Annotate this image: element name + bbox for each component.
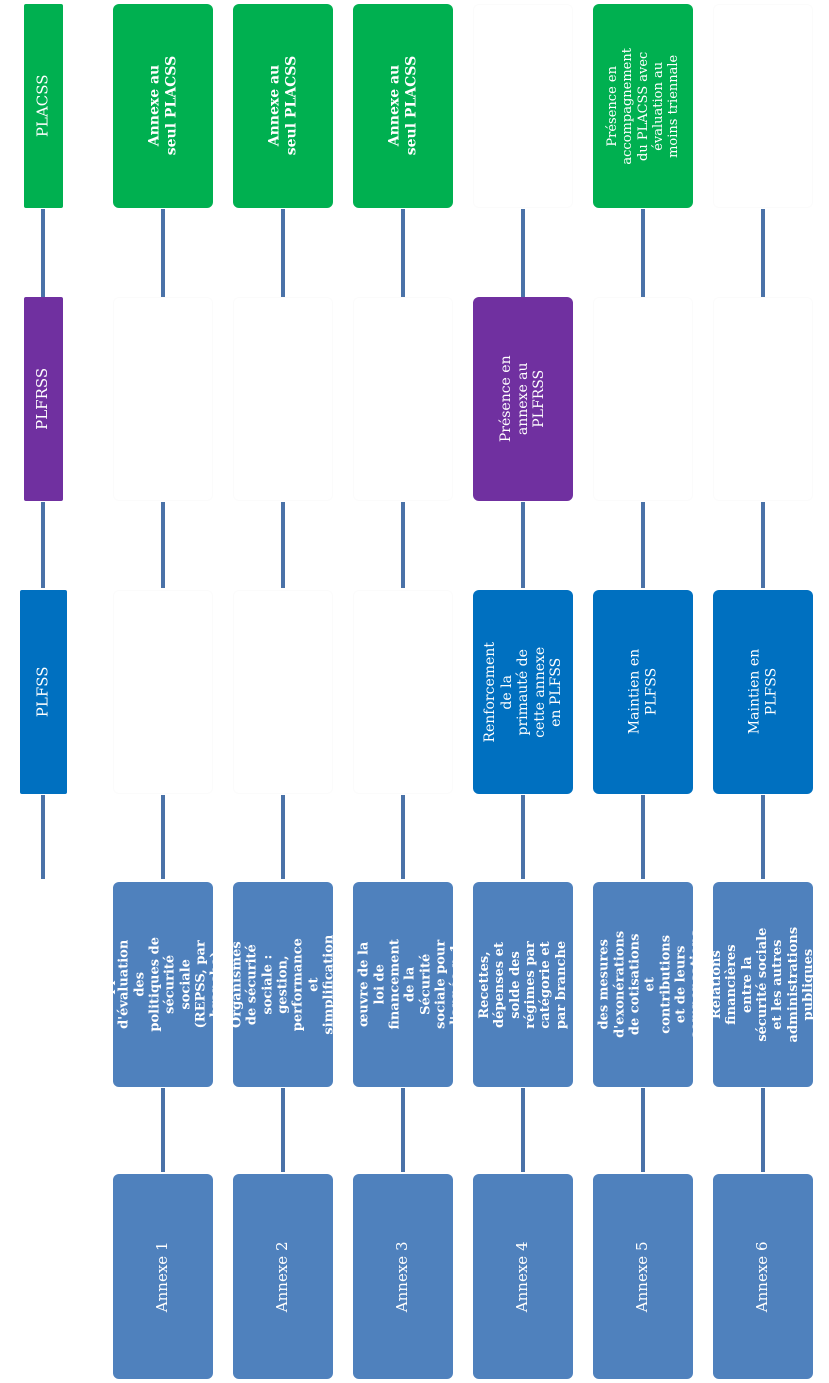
plfss-cell bbox=[353, 590, 453, 794]
connector bbox=[161, 795, 165, 879]
annex-label: Annexe 1 bbox=[113, 1174, 213, 1379]
plfrss-cell bbox=[713, 297, 813, 501]
plfss-cell: Maintien en PLFSS bbox=[713, 590, 813, 794]
connector bbox=[281, 795, 285, 879]
connector bbox=[281, 209, 285, 297]
connector bbox=[41, 502, 45, 588]
plfrss-cell bbox=[593, 297, 693, 501]
placss-cell-text: Présence en accompagnement du PLACSS ave… bbox=[604, 47, 681, 165]
placss-cell-text: Annexe au seul PLACSS bbox=[146, 56, 179, 156]
connector bbox=[161, 502, 165, 588]
plfss-cell: Renforcement de la primauté de cette ann… bbox=[473, 590, 573, 794]
connector bbox=[641, 795, 645, 879]
plfss-cell-text: Renforcement de la primauté de cette ann… bbox=[481, 641, 564, 743]
connector bbox=[401, 502, 405, 588]
annex-description-text: Présentation des mesures d'exonérations … bbox=[581, 929, 704, 1040]
placss-cell: Annexe au seul PLACSS bbox=[113, 4, 213, 208]
connector bbox=[401, 795, 405, 879]
connector bbox=[641, 209, 645, 297]
placss-cell: Annexe au seul PLACSS bbox=[353, 4, 453, 208]
connector bbox=[521, 502, 525, 588]
plfrss-cell bbox=[113, 297, 213, 501]
placss-cell: Présence en accompagnement du PLACSS ave… bbox=[593, 4, 693, 208]
annex-description-text: Rapport d'évaluation des politiques de s… bbox=[101, 937, 224, 1032]
connector bbox=[161, 1088, 165, 1172]
connector bbox=[641, 502, 645, 588]
plfss-cell: Maintien en PLFSS bbox=[593, 590, 693, 794]
plfss-cell-text: Maintien en PLFSS bbox=[746, 649, 779, 735]
plfrss-cell-text: Présence en annexe au PLFRSS bbox=[498, 355, 548, 443]
plfrss-cell bbox=[233, 297, 333, 501]
connector bbox=[761, 209, 765, 297]
annex-label: Annexe 4 bbox=[473, 1174, 573, 1379]
annex-description-text: Recettes, dépenses et solde des régimes … bbox=[477, 940, 569, 1029]
plfss-cell-text: Maintien en PLFSS bbox=[626, 649, 659, 735]
connector bbox=[641, 1088, 645, 1172]
annex-label: Annexe 2 bbox=[233, 1174, 333, 1379]
placss-cell: Annexe au seul PLACSS bbox=[233, 4, 333, 208]
placss-cell bbox=[473, 4, 573, 208]
annex-description-text: Mise en œuvre de la loi de financement d… bbox=[341, 939, 464, 1030]
connector bbox=[281, 1088, 285, 1172]
placss-cell-text: Annexe au seul PLACSS bbox=[386, 56, 419, 156]
connector bbox=[41, 209, 45, 297]
connector bbox=[761, 795, 765, 879]
connector bbox=[761, 1088, 765, 1172]
annex-description: Mise en œuvre de la loi de financement d… bbox=[342, 882, 464, 1087]
annex-label-text: Annexe 1 bbox=[153, 1241, 172, 1312]
annex-description: Rapport d'évaluation des politiques de s… bbox=[102, 882, 224, 1087]
annex-label-text: Annexe 3 bbox=[393, 1241, 412, 1312]
annex-label-text: Annexe 2 bbox=[273, 1241, 292, 1312]
header-plfss: PLFSS bbox=[20, 590, 67, 794]
connector bbox=[41, 795, 45, 879]
plfrss-cell: Présence en annexe au PLFRSS bbox=[473, 297, 573, 501]
header-placss-label: PLACSS bbox=[33, 74, 52, 138]
header-plfrss: PLFRSS bbox=[24, 297, 63, 501]
connector bbox=[521, 209, 525, 297]
connector bbox=[521, 1088, 525, 1172]
connector bbox=[401, 209, 405, 297]
plfss-cell bbox=[113, 590, 213, 794]
annex-description: Présentation des mesures d'exonérations … bbox=[582, 882, 704, 1087]
annex-description: Organismes de sécurité sociale : gestion… bbox=[229, 882, 336, 1087]
annex-label-text: Annexe 5 bbox=[633, 1241, 652, 1312]
header-placss: PLACSS bbox=[24, 4, 63, 208]
annex-label-text: Annexe 6 bbox=[753, 1241, 772, 1312]
annex-description: Recettes, dépenses et solde des régimes … bbox=[473, 882, 573, 1087]
annex-description: Relations financières entre la sécurité … bbox=[709, 882, 816, 1087]
placss-cell-text: Annexe au seul PLACSS bbox=[266, 56, 299, 156]
annex-label: Annexe 6 bbox=[713, 1174, 813, 1379]
connector bbox=[521, 795, 525, 879]
connector bbox=[281, 502, 285, 588]
plfss-cell bbox=[233, 590, 333, 794]
annex-description-text: Organismes de sécurité sociale : gestion… bbox=[229, 934, 337, 1035]
connector bbox=[761, 502, 765, 588]
connector bbox=[401, 1088, 405, 1172]
annex-label-text: Annexe 4 bbox=[513, 1241, 532, 1312]
annex-label: Annexe 5 bbox=[593, 1174, 693, 1379]
annex-description-text: Relations financières entre la sécurité … bbox=[709, 926, 817, 1043]
header-plfrss-label: PLFRSS bbox=[33, 367, 52, 431]
header-plfss-label: PLFSS bbox=[33, 666, 52, 718]
plfrss-cell bbox=[353, 297, 453, 501]
annex-label: Annexe 3 bbox=[353, 1174, 453, 1379]
placss-cell bbox=[713, 4, 813, 208]
connector bbox=[161, 209, 165, 297]
